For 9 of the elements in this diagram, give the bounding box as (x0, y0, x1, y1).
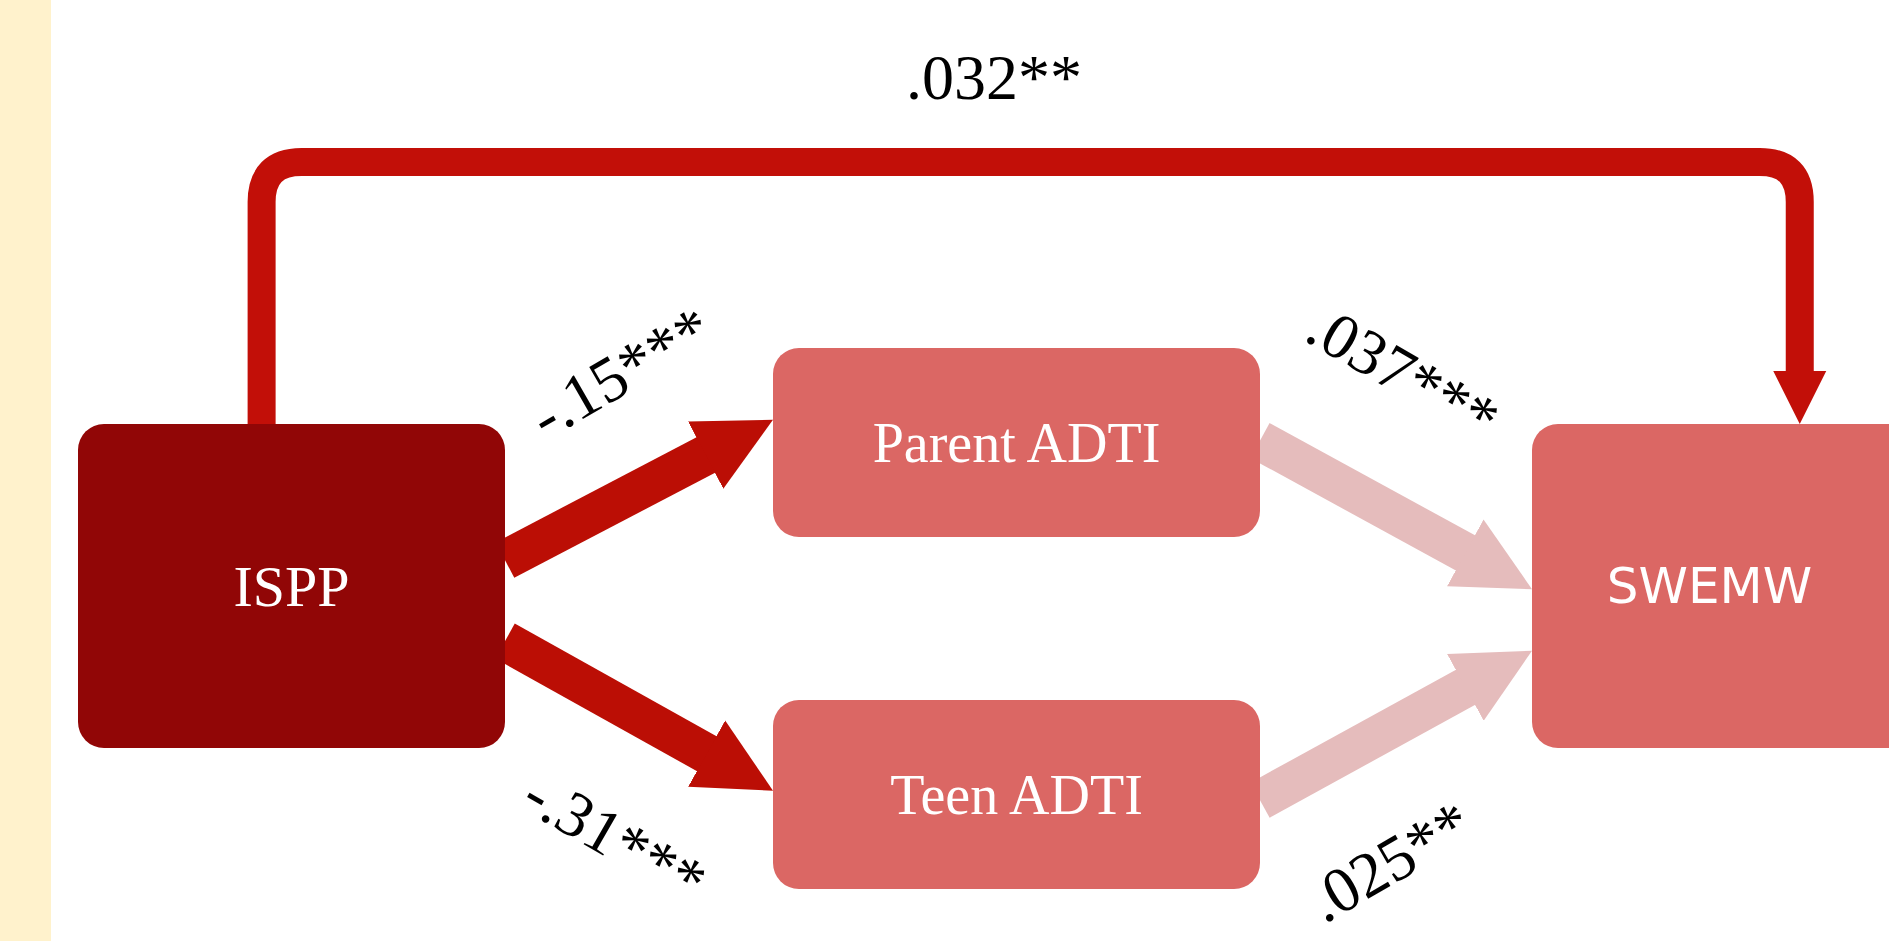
node-label: ISPP (233, 552, 350, 620)
process-box (78, 424, 505, 748)
node-label: SWEMW (1606, 557, 1813, 615)
node-label: Parent ADTI (872, 410, 1161, 475)
node-label: Teen ADTI (890, 762, 1143, 827)
outcome-box (1532, 424, 1889, 748)
process-box (773, 348, 1260, 537)
process-box (773, 700, 1260, 889)
block-arrow (247, 148, 1827, 424)
